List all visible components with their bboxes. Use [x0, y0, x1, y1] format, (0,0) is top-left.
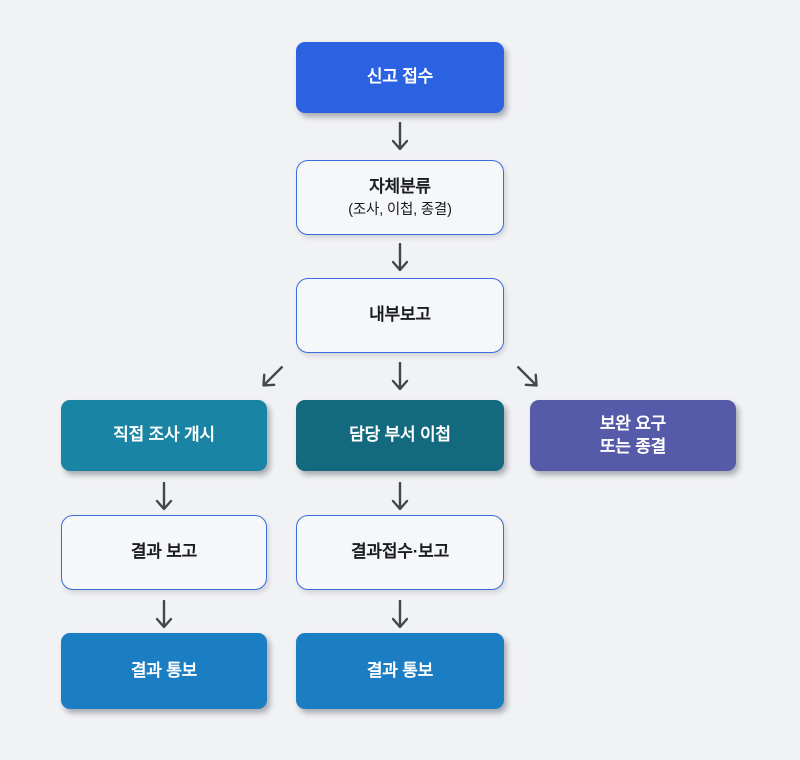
- node-result-notify-center: 결과 통보: [296, 633, 504, 709]
- arrow-down-icon: [389, 362, 411, 392]
- node-result-report: 결과 보고: [61, 515, 267, 590]
- arrow-down-icon: [389, 482, 411, 512]
- node-label: 또는 종결: [599, 436, 667, 456]
- node-direct-investigation: 직접 조사 개시: [61, 400, 267, 471]
- node-label: 보완 요구: [599, 414, 667, 434]
- node-label: 내부보고: [369, 305, 431, 325]
- node-result-notify-left: 결과 통보: [61, 633, 267, 709]
- arrow-down-icon: [389, 243, 411, 273]
- node-label: 담당 부서 이첩: [349, 425, 451, 445]
- arrow-down-icon: [153, 600, 175, 630]
- node-internal-report: 내부보고: [296, 278, 504, 353]
- node-label: 결과 통보: [366, 660, 434, 680]
- node-label: 결과 통보: [130, 660, 198, 680]
- node-report-receipt: 신고 접수: [296, 42, 504, 113]
- node-label: 신고 접수: [366, 67, 434, 87]
- node-label: 직접 조사 개시: [113, 425, 215, 445]
- node-department-transfer: 담당 부서 이첩: [296, 400, 504, 471]
- arrow-down-right-icon: [510, 359, 547, 396]
- arrow-down-icon: [389, 600, 411, 630]
- node-self-classification: 자체분류 (조사, 이첩, 종결): [296, 160, 504, 235]
- arrow-down-left-icon: [254, 359, 291, 396]
- node-label: 자체분류: [369, 176, 431, 196]
- node-label: 결과 보고: [130, 542, 198, 562]
- node-label: 결과접수·보고: [350, 542, 450, 562]
- node-supplement-or-close: 보완 요구 또는 종결: [530, 400, 736, 471]
- node-result-receipt-report: 결과접수·보고: [296, 515, 504, 590]
- arrow-down-icon: [153, 482, 175, 512]
- arrow-down-icon: [389, 122, 411, 152]
- node-sublabel: (조사, 이첩, 종결): [348, 201, 452, 218]
